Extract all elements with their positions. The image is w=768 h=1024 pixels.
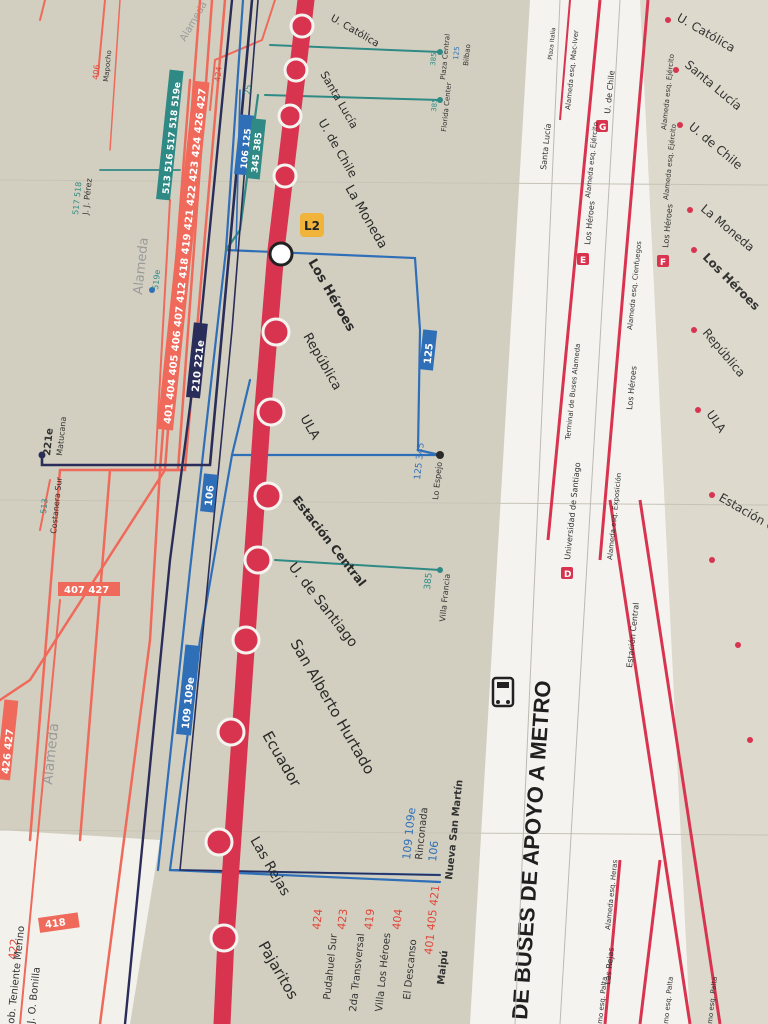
station-santa-lucia[interactable] (283, 57, 309, 83)
edge-number: 422 (6, 938, 21, 960)
terminal-number: 125 345 (413, 442, 427, 480)
route-bars: 401 404 405 406 407 412 418 419 421 422 … (0, 69, 438, 933)
route-bar-blue-109: 109 109e (176, 644, 201, 736)
destination-number: 404 (390, 908, 405, 930)
stop-letter: F (660, 258, 666, 268)
stop-sub: Plaza Italia (547, 27, 557, 60)
route-bar-blue-106: 106 (200, 473, 218, 513)
line-badge (300, 213, 324, 237)
station-san-alberto-hurtado[interactable] (231, 625, 261, 655)
terminal-dot (437, 49, 443, 55)
fold-crease (0, 829, 768, 836)
stop-letter: G (599, 123, 606, 133)
bus-icon (491, 676, 515, 708)
red-bus-line (39, 0, 46, 21)
stop-station: Los Héroes (624, 365, 639, 410)
red-bus-line (97, 0, 106, 76)
metro-stations (204, 13, 315, 953)
station-las-rejas[interactable] (204, 827, 234, 857)
route-bar-red-far: 426 427 (0, 699, 19, 781)
terminal-number: 519e (151, 269, 162, 290)
station-republica[interactable] (261, 317, 291, 347)
red-bus-line (19, 599, 61, 1024)
stop-station: Las Rejas (603, 947, 616, 985)
destination-number: 423 (335, 908, 350, 930)
station-ecuador[interactable] (216, 717, 246, 747)
terminal-number: 406 (91, 64, 102, 80)
line-badge-text: L2 (304, 219, 320, 233)
terminal-number: 25 (243, 84, 253, 95)
station-pajaritos[interactable] (209, 923, 239, 953)
svg-text:426 427: 426 427 (1, 728, 17, 774)
right-khaki-panel (640, 0, 768, 1024)
destination-number: 419 (362, 908, 377, 930)
station-la-moneda[interactable] (272, 163, 298, 189)
avenue-label: Alameda (40, 722, 62, 785)
destination-name: Rinconada (414, 807, 430, 860)
route-bar-red-left: 418 (38, 912, 80, 933)
stop-letter: D (564, 570, 571, 580)
terminal-number: 513 (39, 498, 50, 514)
terminal-number: 385 (423, 572, 435, 590)
svg-text:106: 106 (204, 485, 217, 507)
terminal-dot (436, 451, 444, 459)
blue-bus-line (156, 0, 245, 872)
terminal-name: Mapocho (102, 50, 113, 82)
station-ula[interactable] (256, 397, 286, 427)
stop-letter: E (580, 256, 586, 266)
svg-text:109 109e: 109 109e (181, 676, 197, 729)
navy-bus-line (40, 0, 254, 467)
svg-text:345 385: 345 385 (250, 132, 264, 174)
terminal-dot (149, 287, 155, 293)
terminal-number: 221e (42, 427, 56, 456)
route-bar-red-lower: 407 427 (58, 582, 120, 596)
svg-text:407 427: 407 427 (64, 585, 109, 596)
blue-bus-line (224, 248, 442, 457)
route-bar-teal-345: 345 385 (245, 118, 266, 180)
route-bar-blue-125: 125 (419, 329, 438, 371)
svg-text:418: 418 (44, 917, 66, 931)
terminal-number: 385 (429, 52, 438, 66)
stop-station: Los Héroes (660, 203, 675, 248)
fold-crease (0, 179, 768, 186)
red-bus-line (109, 0, 121, 151)
terminal-number: 125 (452, 46, 461, 60)
destination-number: 106 (426, 840, 441, 862)
blue-bus-line (168, 868, 442, 884)
terminal-dot (437, 97, 443, 103)
destination-name: Maipú (435, 950, 451, 985)
terminal-number: 424 (213, 66, 224, 82)
destination-number: 424 (310, 908, 325, 930)
route-bar-navy-210: 210 221e (186, 322, 208, 399)
station-u-catolica[interactable] (289, 13, 315, 39)
terminal-dot (437, 567, 443, 573)
svg-text:210 221e: 210 221e (191, 339, 207, 392)
svg-text:125: 125 (423, 343, 436, 365)
terminal-name: Bilbao (462, 44, 472, 66)
red-bus-line (39, 479, 51, 531)
terminal-number: 517 518 (71, 181, 83, 215)
avenue-label: Alameda (131, 237, 152, 296)
terminal-name: J. J. Pérez (80, 178, 94, 216)
stop-station: Los Héroes (582, 200, 597, 245)
station-estacion-central[interactable] (253, 481, 283, 511)
station-u-de-chile[interactable] (277, 103, 303, 129)
teal-bus-line (274, 559, 441, 571)
station-u-de-santiago[interactable] (243, 545, 273, 575)
terminal-name: Lo Espejo (431, 461, 444, 500)
navy-bus-line (123, 0, 234, 1024)
destination-number: 109 109e (400, 807, 418, 861)
terminal-dot (38, 451, 46, 459)
station-los-heroes[interactable] (268, 241, 294, 267)
terminal-number: 385 (430, 98, 439, 112)
terminal-name: Matucana (55, 416, 68, 456)
